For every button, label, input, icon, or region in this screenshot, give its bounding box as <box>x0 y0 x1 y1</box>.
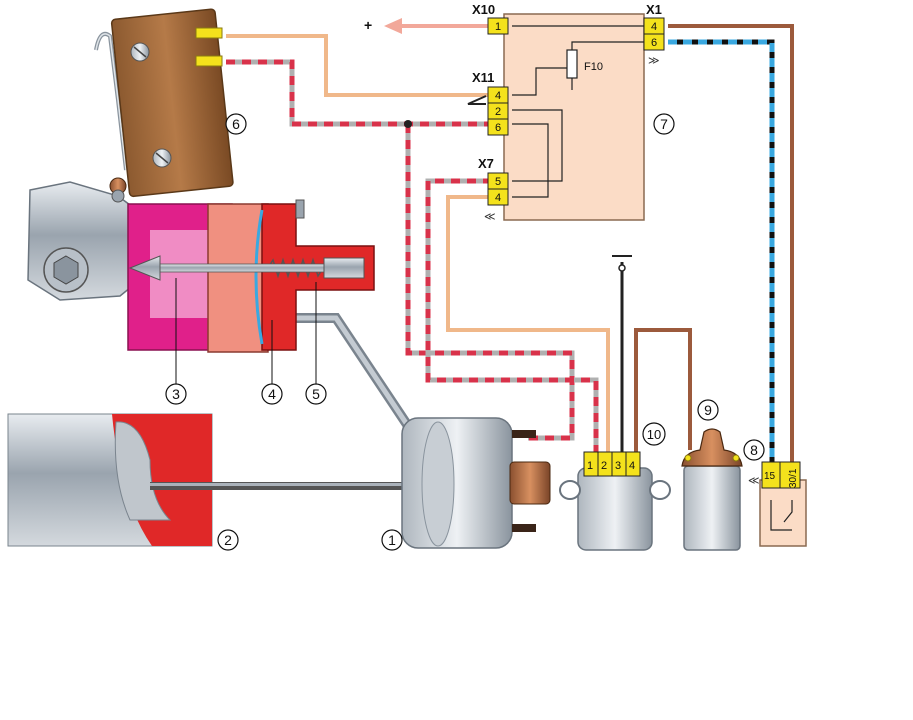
switch10-pin-4: 4 <box>629 460 635 472</box>
arrow-plus <box>384 18 402 34</box>
svg-text:9: 9 <box>704 402 712 418</box>
x11-pin-2: 2 <box>495 106 501 118</box>
callout-8: 8 <box>743 439 765 461</box>
x7-pin-5: 5 <box>495 176 501 188</box>
svg-text:10: 10 <box>647 427 661 442</box>
junction-dot <box>404 120 412 128</box>
economizer-valve <box>127 199 375 353</box>
switch8-connector-symbol: ≪ <box>748 475 760 487</box>
svg-text:7: 7 <box>660 116 668 132</box>
wire-brown-coil <box>634 328 692 452</box>
callout-10: 10 <box>642 422 666 446</box>
microswitch-6 <box>94 8 234 198</box>
x7-title: X7 <box>478 156 494 171</box>
svg-text:5: 5 <box>312 386 320 402</box>
svg-text:3: 3 <box>172 386 180 402</box>
svg-text:2: 2 <box>224 532 232 548</box>
wire-blue-x1-6 <box>668 39 775 462</box>
svg-text:4: 4 <box>268 386 276 402</box>
svg-text:6: 6 <box>232 116 240 132</box>
switch10-pin-3: 3 <box>615 460 621 472</box>
switch-10: 1 2 3 4 <box>559 451 671 551</box>
wire-orange-x11-4 <box>226 34 492 97</box>
x11-pin-6: 6 <box>495 122 501 134</box>
x10-pin-1: 1 <box>495 21 501 33</box>
control-unit-7: F10 X10 1 X1 4 6 ≫ X11 4 2 6 X7 5 4 ≪ + <box>364 2 665 223</box>
fuse-label: F10 <box>584 61 603 73</box>
svg-text:8: 8 <box>750 442 758 458</box>
switch10-pin-1: 1 <box>587 460 593 472</box>
x1-connector-symbol: ≫ <box>648 55 660 67</box>
wire-brown-x1-4 <box>668 24 794 462</box>
x1-pin-4: 4 <box>651 21 657 33</box>
callout-9: 9 <box>697 399 719 421</box>
throttle-lever <box>27 181 153 301</box>
carburetor-2 <box>7 413 402 547</box>
callouts: 1 2 3 4 5 6 7 8 9 10 <box>165 113 765 551</box>
callout-6: 6 <box>225 113 247 135</box>
switch10-pin-2: 2 <box>601 460 607 472</box>
wires <box>226 18 794 462</box>
fuse-f10 <box>566 49 578 79</box>
x11-title: X11 <box>472 70 494 85</box>
x11-pin-4: 4 <box>495 90 501 102</box>
callout-2: 2 <box>217 529 239 551</box>
wire-orange-x7-4 <box>446 195 610 452</box>
switch8-pin-15: 15 <box>764 471 776 482</box>
vacuum-pipe <box>285 313 417 437</box>
x7-connector-symbol: ≪ <box>484 211 496 223</box>
switch8-pin-30-1: 30/1 <box>788 468 799 488</box>
x10-title: X10 <box>472 2 495 17</box>
svg-text:1: 1 <box>388 532 396 548</box>
x7-pin-4: 4 <box>495 192 501 204</box>
x1-pin-6: 6 <box>651 37 657 49</box>
ignition-switch-8: 15 30/1 ≪ <box>748 461 807 547</box>
callout-7: 7 <box>653 113 675 135</box>
plus-label: + <box>364 17 372 33</box>
callout-5: 5 <box>305 282 327 405</box>
callout-4: 4 <box>261 320 283 405</box>
callout-3: 3 <box>165 278 187 405</box>
callout-1: 1 <box>381 529 403 551</box>
solenoid-1 <box>401 417 551 549</box>
x1-title: X1 <box>646 2 662 17</box>
ignition-coil-9 <box>681 428 743 551</box>
